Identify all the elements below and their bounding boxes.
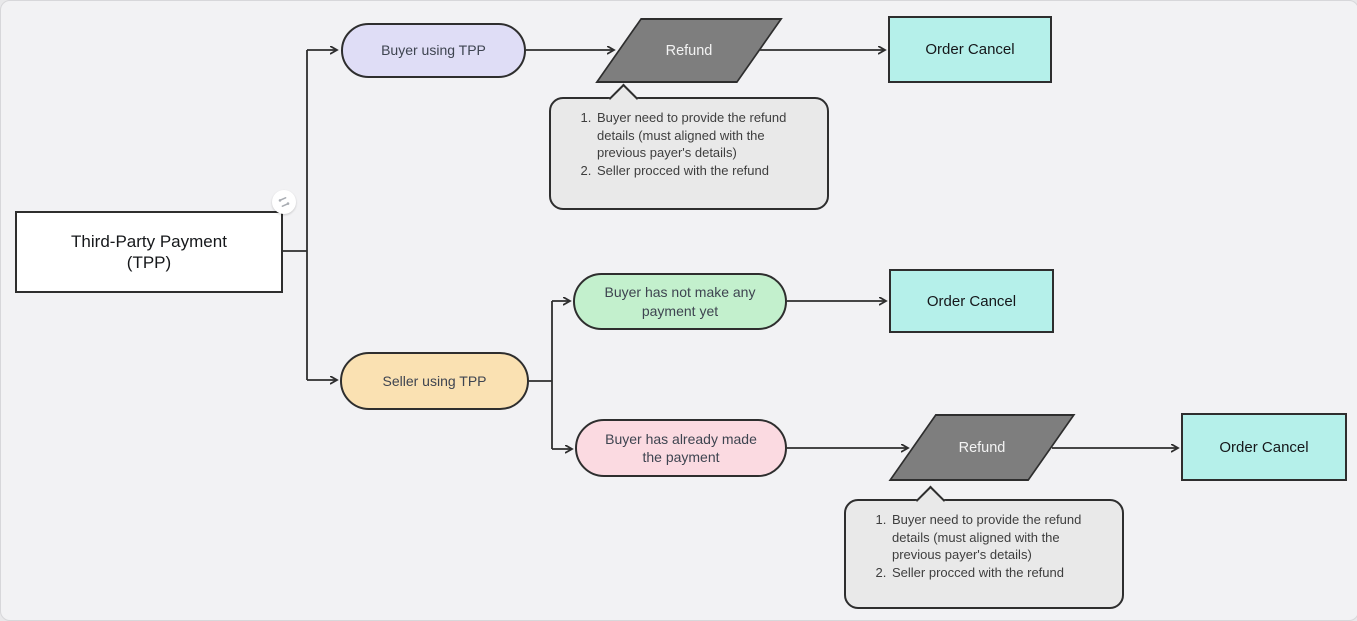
node-label: Order Cancel (925, 41, 1015, 58)
refund-step: Buyer need to provide the refund details… (595, 109, 813, 162)
node-order-cancel-mid[interactable]: Order Cancel (889, 269, 1054, 333)
edge-root-trunk[interactable] (283, 50, 308, 380)
node-label: Buyer using TPP (381, 42, 486, 59)
node-no-payment-yet[interactable]: Buyer has not make any payment yet (573, 273, 787, 330)
node-label: Refund (958, 439, 1006, 456)
node-label: Refund (665, 42, 713, 59)
node-third-party-payment[interactable]: Third-Party Payment (TPP) (15, 211, 283, 293)
refund-steps-list: Buyer need to provide the refund details… (870, 511, 1108, 582)
node-order-cancel-top[interactable]: Order Cancel (888, 16, 1052, 83)
refund-steps-list: Buyer need to provide the refund details… (575, 109, 813, 180)
node-label: Buyer has not make any payment yet (604, 284, 756, 319)
node-refund-top[interactable]: Refund (595, 18, 783, 83)
node-seller-using-tpp[interactable]: Seller using TPP (340, 352, 529, 410)
edge-seller-trunk[interactable] (529, 301, 553, 449)
node-label: Order Cancel (1219, 438, 1309, 456)
node-label: Buyer has already made the payment (605, 430, 757, 465)
node-order-cancel-right[interactable]: Order Cancel (1181, 413, 1347, 481)
node-already-paid[interactable]: Buyer has already made the payment (575, 419, 787, 477)
node-refund-bottom[interactable]: Refund (888, 414, 1076, 481)
refund-step: Buyer need to provide the refund details… (890, 511, 1108, 564)
connector-badge[interactable] (272, 190, 296, 214)
refund-step: Seller procced with the refund (595, 162, 813, 180)
connector-icon (278, 197, 290, 207)
note-refund-steps-bottom[interactable]: Buyer need to provide the refund details… (844, 499, 1124, 609)
node-label: Third-Party Payment (TPP) (71, 231, 227, 272)
node-buyer-using-tpp[interactable]: Buyer using TPP (341, 23, 526, 78)
node-label: Seller using TPP (382, 372, 487, 389)
refund-step: Seller procced with the refund (890, 564, 1108, 582)
node-label: Order Cancel (926, 292, 1017, 310)
note-refund-steps-top[interactable]: Buyer need to provide the refund details… (549, 97, 829, 210)
